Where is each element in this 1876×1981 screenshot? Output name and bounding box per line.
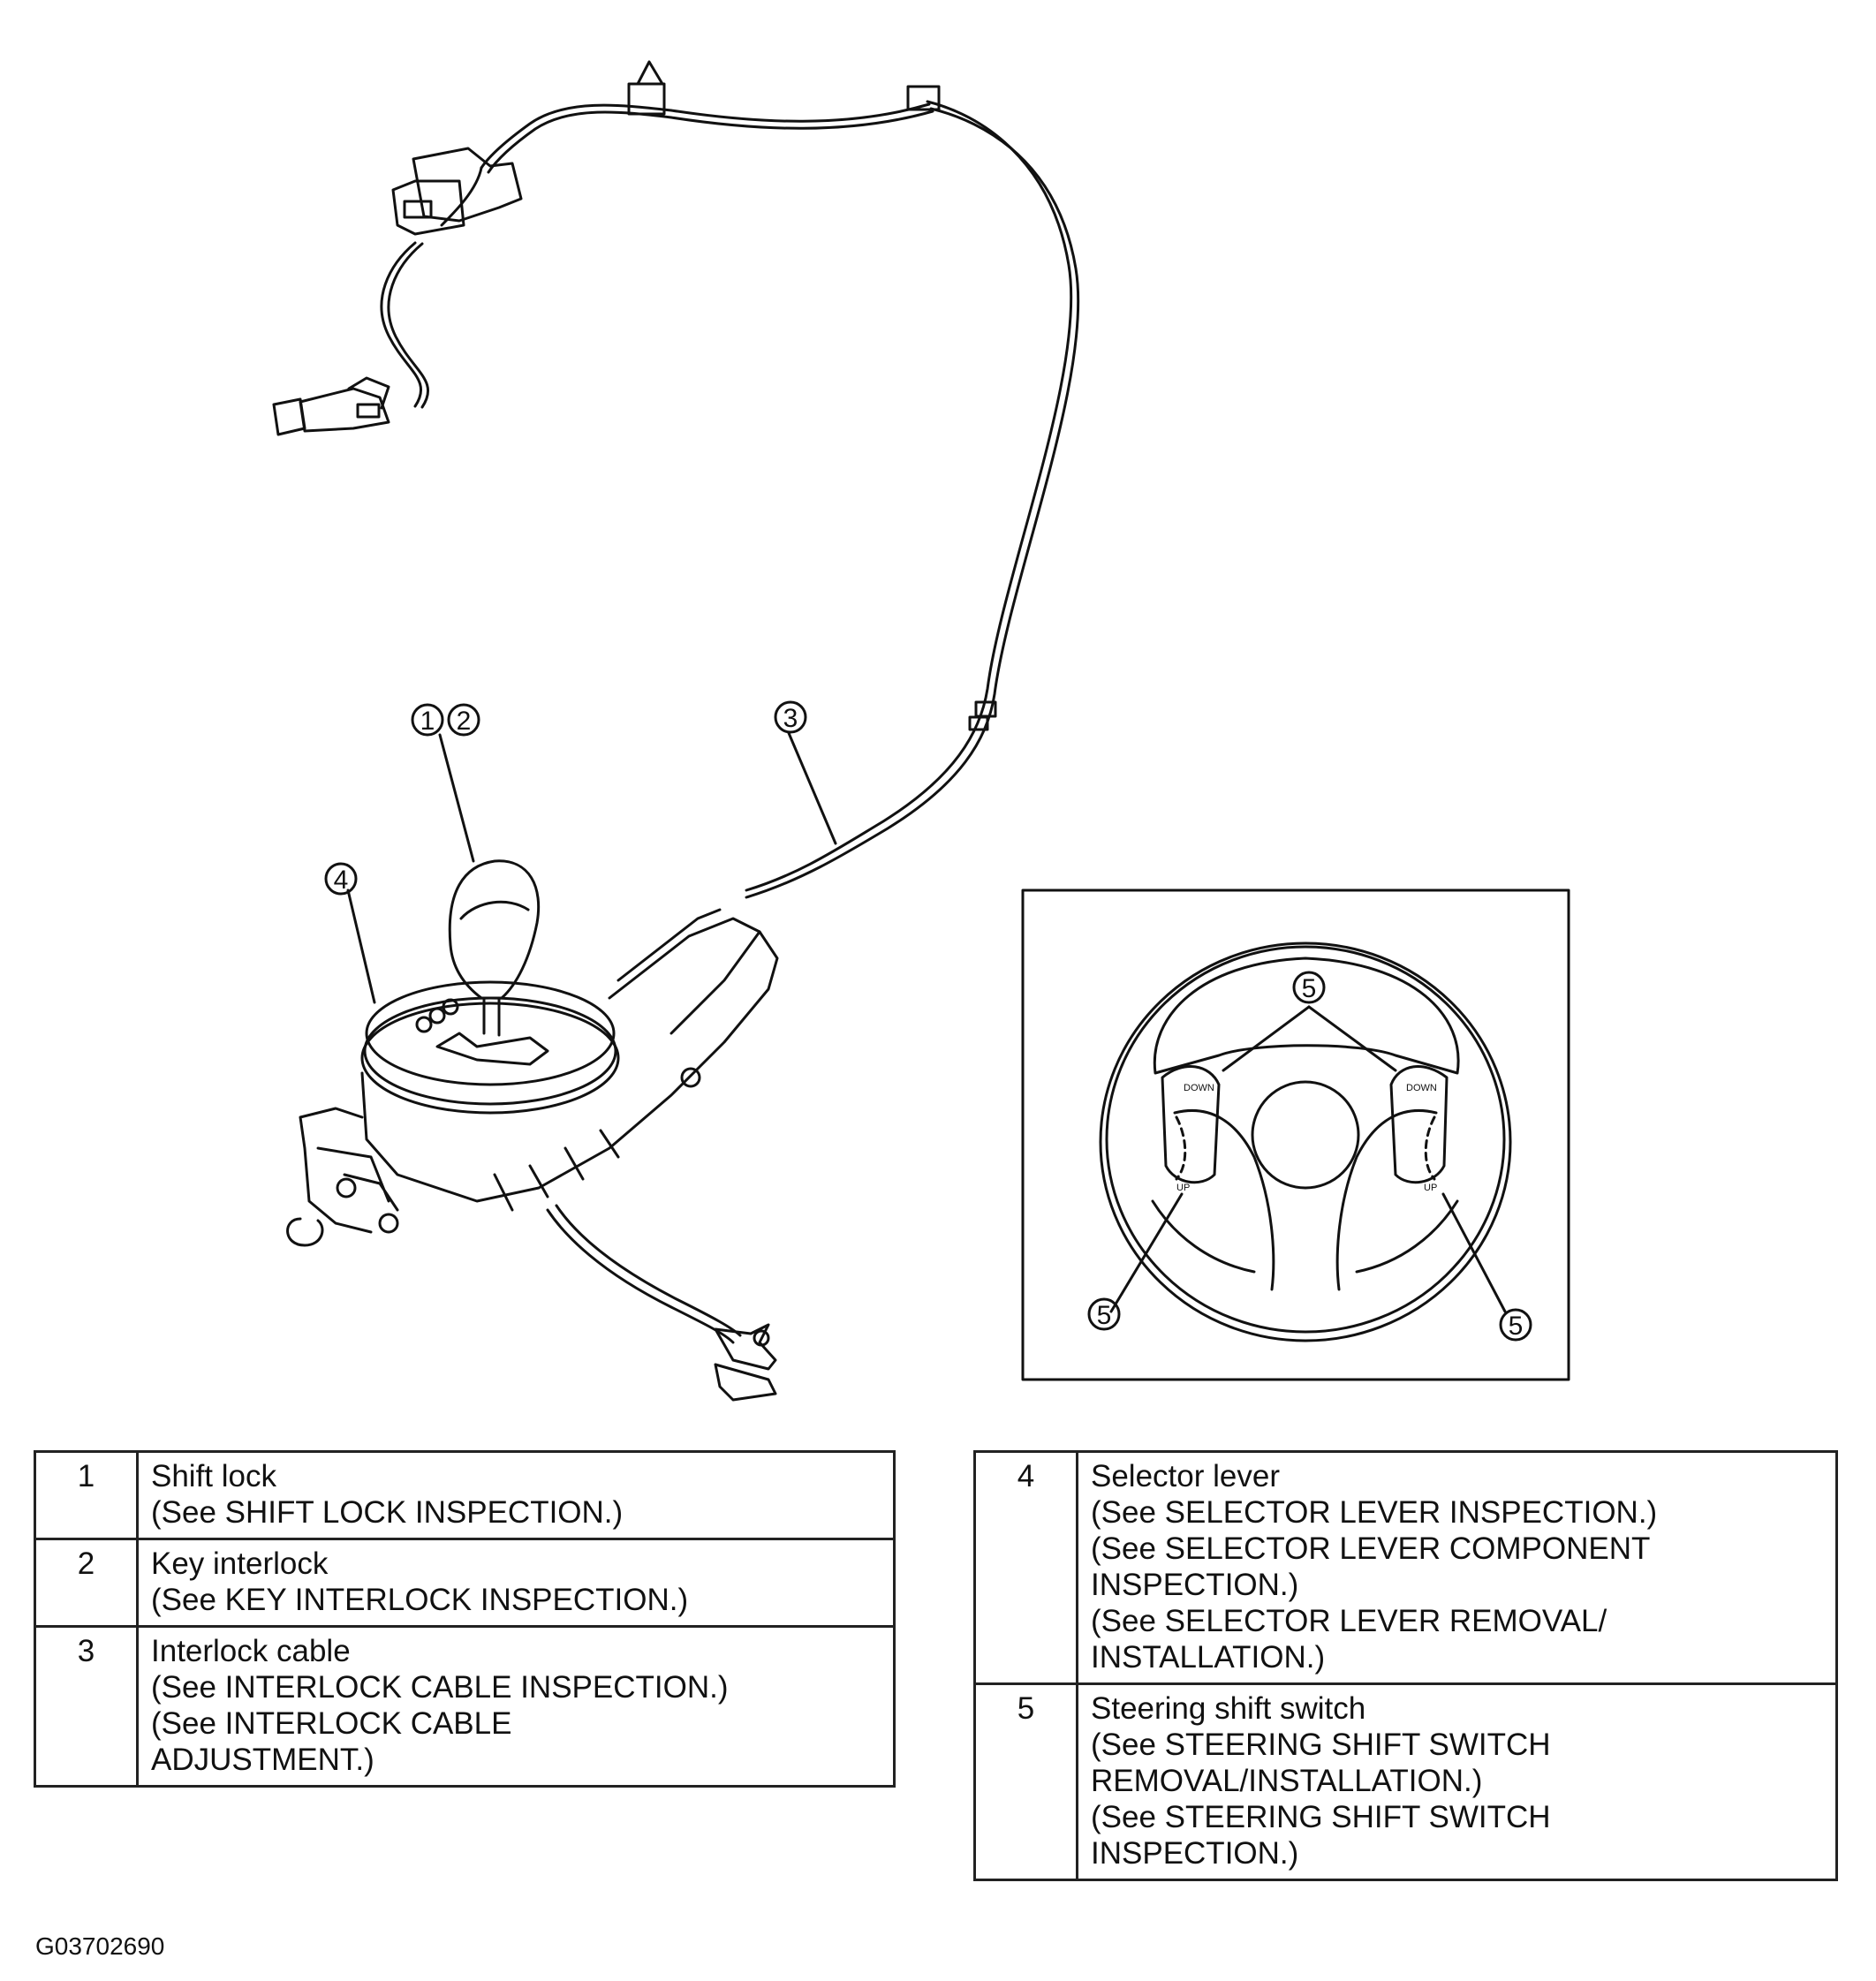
selector-lever-assembly bbox=[286, 859, 779, 1402]
table-row: 5 Steering shift switch (See STEERING SH… bbox=[973, 1682, 1838, 1881]
callout-2: 2 bbox=[457, 707, 472, 736]
paddle-up-right-label: UP bbox=[1424, 1183, 1437, 1193]
table-row: 3 Interlock cable (See INTERLOCK CABLE I… bbox=[34, 1625, 896, 1788]
part-number: 4 bbox=[973, 1450, 1078, 1685]
parts-table-right: 4 Selector lever (See SELECTOR LEVER INS… bbox=[973, 1450, 1838, 1881]
callout-3: 3 bbox=[783, 704, 798, 733]
steering-wheel-drawing bbox=[1099, 941, 1512, 1342]
callout-5-right: 5 bbox=[1509, 1312, 1524, 1341]
callout-circles bbox=[324, 700, 1532, 1342]
table-row: 2 Key interlock (See KEY INTERLOCK INSPE… bbox=[34, 1538, 896, 1628]
part-number: 5 bbox=[973, 1682, 1078, 1881]
part-description: Shift lock (See SHIFT LOCK INSPECTION.) bbox=[136, 1450, 896, 1540]
steering-wheel-inset-frame bbox=[1021, 888, 1570, 1381]
exploded-view-diagram: 1 2 3 4 5 5 5 DOWN DOWN UP UP bbox=[272, 60, 1570, 1402]
callout-5-left: 5 bbox=[1097, 1301, 1112, 1330]
interlock-cable-harness bbox=[272, 60, 1080, 899]
callout-5-top: 5 bbox=[1302, 974, 1317, 1003]
figure-code: G03702690 bbox=[35, 1932, 165, 1960]
part-number: 1 bbox=[34, 1450, 139, 1540]
part-number: 2 bbox=[34, 1538, 139, 1628]
leader-lines bbox=[346, 731, 837, 1004]
callout-4: 4 bbox=[334, 866, 349, 895]
callout-1: 1 bbox=[420, 707, 435, 736]
part-description: Key interlock (See KEY INTERLOCK INSPECT… bbox=[136, 1538, 896, 1628]
paddle-down-right-label: DOWN bbox=[1406, 1083, 1437, 1093]
paddle-up-left-label: UP bbox=[1176, 1183, 1190, 1193]
part-number: 3 bbox=[34, 1625, 139, 1788]
part-description: Selector lever (See SELECTOR LEVER INSPE… bbox=[1076, 1450, 1838, 1685]
parts-table-left: 1 Shift lock (See SHIFT LOCK INSPECTION.… bbox=[34, 1450, 896, 1788]
table-row: 4 Selector lever (See SELECTOR LEVER INS… bbox=[973, 1450, 1838, 1685]
part-description: Interlock cable (See INTERLOCK CABLE INS… bbox=[136, 1625, 896, 1788]
table-row: 1 Shift lock (See SHIFT LOCK INSPECTION.… bbox=[34, 1450, 896, 1540]
part-description: Steering shift switch (See STEERING SHIF… bbox=[1076, 1682, 1838, 1881]
paddle-down-left-label: DOWN bbox=[1184, 1083, 1214, 1093]
